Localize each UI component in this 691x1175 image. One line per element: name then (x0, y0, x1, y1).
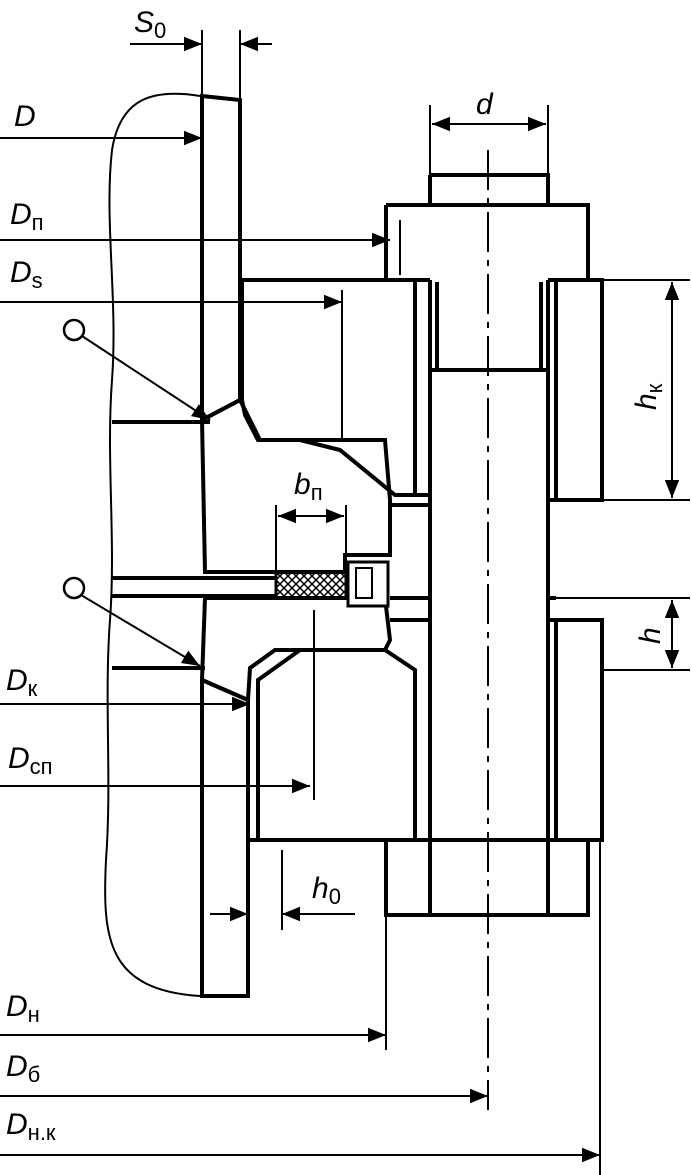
label-Dnk: Dн.к (6, 1108, 56, 1145)
label-bp: bп (294, 468, 323, 505)
label-d: d (476, 88, 494, 121)
nut-lower (248, 838, 600, 917)
leader-circle-upper (62, 318, 86, 342)
gasket-seat-inner (355, 567, 373, 599)
label-Dk: Dк (6, 664, 38, 701)
bolt-shank (428, 280, 550, 840)
vessel-wall (200, 93, 242, 424)
spacer-lower (554, 618, 604, 842)
label-D: D (14, 100, 36, 133)
leader-circle-lower (62, 576, 86, 600)
vessel-break-line (104, 92, 201, 997)
label-Db: Dб (6, 1050, 40, 1087)
label-Dp: Dп (10, 198, 44, 235)
label-Ds: Ds (10, 256, 43, 293)
label-Dsp: Dсп (8, 742, 53, 779)
label-S0: S0 (134, 6, 166, 43)
label-h: h (634, 627, 667, 644)
lower-ring (256, 648, 417, 842)
vessel-wall-lower (200, 676, 250, 998)
spacer-upper (554, 278, 604, 502)
label-Dn: Dн (6, 990, 40, 1027)
lower-flange (199, 596, 393, 703)
bore-lines (112, 576, 276, 598)
label-h0: h0 (312, 872, 341, 909)
gasket (274, 570, 348, 600)
upper-ring (240, 278, 417, 497)
label-hk: hк (630, 383, 667, 410)
